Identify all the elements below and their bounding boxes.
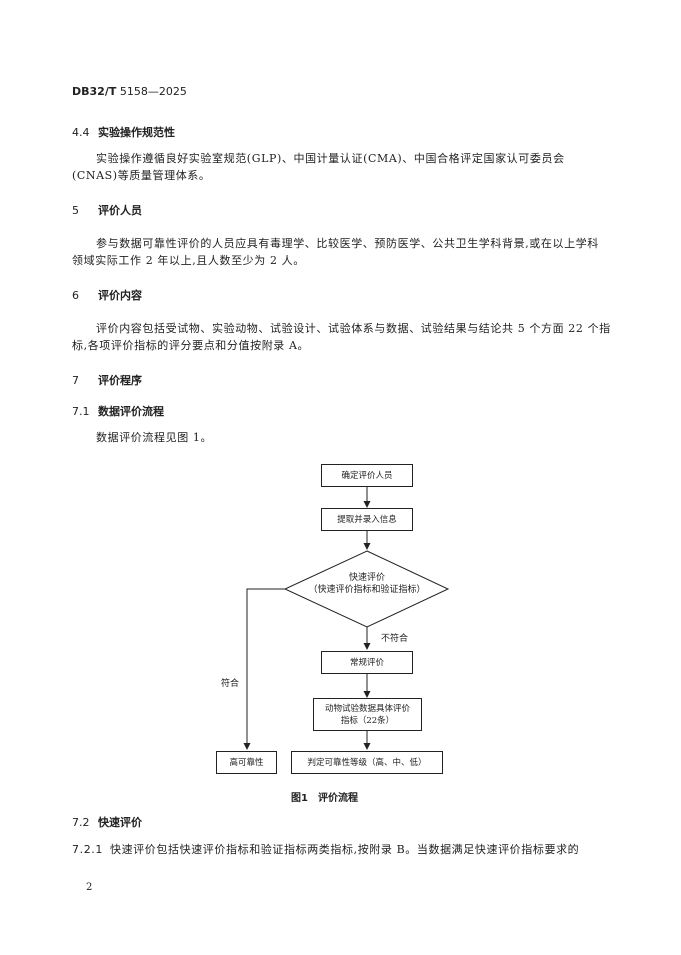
flow-step-determine-evaluators: 确定评价人员 [321, 464, 413, 487]
yes-label: 符合 [221, 679, 240, 689]
section-6-para-line1: 评价内容包括受试物、实验动物、试验设计、试验体系与数据、试验结果与结论共 5 个… [96, 322, 611, 335]
section-7-1-para: 数据评价流程见图 1。 [96, 431, 213, 444]
standard-number: DB32/T 5158—2025 [72, 85, 187, 98]
flow-result-grade: 判定可靠性等级（高、中、低） [291, 751, 443, 774]
decision-text: 快速评价 （快速评价指标和验证指标） [285, 572, 449, 596]
section-5-para-line2: 领域实际工作 2 年以上,且人数至少为 2 人。 [72, 254, 305, 267]
flow-step-regular-evaluation: 常规评价 [321, 651, 413, 674]
decision-line1: 快速评价 [348, 573, 385, 583]
page-number: 2 [86, 882, 93, 893]
flow-step-extract-info: 提取并录入信息 [321, 508, 413, 531]
section-4-4-para-line2: (CNAS)等质量管理体系。 [72, 169, 211, 182]
flow-step-detailed-indicators: 动物试验数据具体评价 指标（22条） [313, 698, 422, 731]
decision-line2: （快速评价指标和验证指标） [308, 585, 426, 595]
flow-result-high-reliability: 高可靠性 [216, 751, 277, 774]
section-4-4-para-line1: 实验操作遵循良好实验室规范(GLP)、中国计量认证(CMA)、中国合格评定国家认… [96, 152, 565, 165]
detail-line2: 指标（22条） [340, 715, 395, 726]
arrow-decision-to-high [243, 588, 285, 750]
figure-caption: 图1 评价流程 [291, 793, 358, 804]
section-6-para-line2: 标,各项评价指标的评分要点和分值按附录 A。 [72, 339, 310, 352]
section-5-para-line1: 参与数据可靠性评价的人员应具有毒理学、比较医学、预防医学、公共卫生学科背景,或在… [96, 237, 599, 250]
no-label: 不符合 [381, 634, 409, 644]
detail-line1: 动物试验数据具体评价 [324, 703, 410, 714]
